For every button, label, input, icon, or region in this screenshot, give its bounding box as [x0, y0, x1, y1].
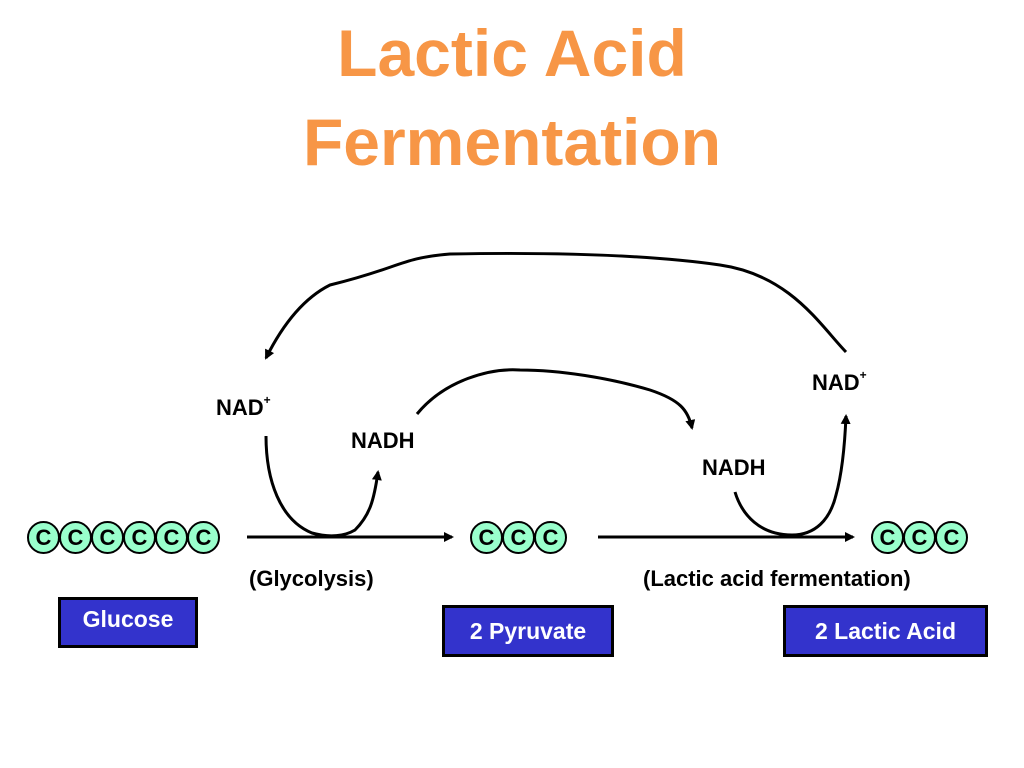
title-line-2: Fermentation [302, 105, 722, 179]
lactic-acid-box: 2 Lactic Acid [783, 605, 988, 657]
nadh-right-label: NADH [702, 455, 766, 480]
carbon-atom: C [871, 521, 904, 554]
nad-regeneration-arrow [264, 251, 848, 360]
nad-plus-right-label: NAD+ [812, 368, 867, 395]
nad-plus-left-label: NAD+ [216, 393, 271, 420]
carbon-atom: C [534, 521, 567, 554]
fermentation-label: (Lactic acid fermentation) [643, 566, 911, 591]
carbon-atom: C [903, 521, 936, 554]
glucose-box: Glucose [58, 597, 198, 648]
pyruvate-box: 2 Pyruvate [442, 605, 614, 657]
carbon-atom: C [91, 521, 124, 554]
title-line-1: Lactic Acid [337, 16, 687, 90]
glycolysis-label: (Glycolysis) [249, 566, 374, 591]
fermentation-nadh-oxidation-arrow [733, 414, 851, 537]
nadh-transfer-arrow [415, 368, 696, 430]
carbon-atom: C [27, 521, 60, 554]
carbon-atom: C [59, 521, 92, 554]
carbon-atom: C [470, 521, 503, 554]
carbon-atom: C [502, 521, 535, 554]
carbon-atom: C [123, 521, 156, 554]
glycolysis-nad-reduction-arrow [264, 435, 382, 538]
carbon-atom: C [935, 521, 968, 554]
carbon-atom: C [187, 521, 220, 554]
nadh-left-label: NADH [351, 428, 415, 453]
carbon-atom: C [155, 521, 188, 554]
